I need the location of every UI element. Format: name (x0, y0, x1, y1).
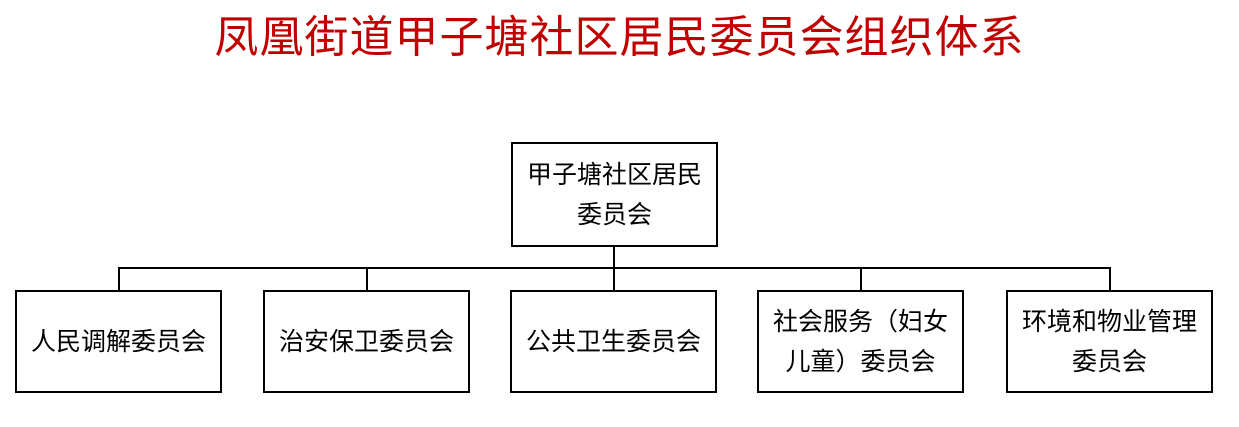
committee-node-label: 社会服务（妇女儿童）委员会 (772, 306, 948, 376)
root-node-label: 甲子塘社区居民委员会 (526, 159, 702, 229)
connector-to-committee-2 (366, 268, 368, 290)
root-node-residents-committee: 甲子塘社区居民委员会 (511, 142, 718, 247)
committee-node-label: 人民调解委员会 (30, 326, 206, 356)
committee-node-people-mediation: 人民调解委员会 (15, 290, 222, 393)
committee-node-label: 环境和物业管理委员会 (1021, 306, 1197, 376)
committee-node-public-security: 治安保卫委员会 (263, 290, 470, 393)
committee-node-public-health: 公共卫生委员会 (510, 290, 717, 393)
committee-node-social-services: 社会服务（妇女儿童）委员会 (757, 290, 964, 393)
connector-root-down (613, 247, 615, 268)
committee-node-label: 治安保卫委员会 (278, 326, 454, 356)
connector-to-committee-4 (860, 268, 862, 290)
connector-to-committee-3 (613, 268, 615, 290)
connector-to-committee-1 (118, 268, 120, 290)
connector-to-committee-5 (1109, 268, 1111, 290)
committee-node-environment-property: 环境和物业管理委员会 (1006, 290, 1213, 393)
committee-node-label: 公共卫生委员会 (525, 326, 701, 356)
diagram-title: 凤凰街道甲子塘社区居民委员会组织体系 (214, 12, 1025, 63)
